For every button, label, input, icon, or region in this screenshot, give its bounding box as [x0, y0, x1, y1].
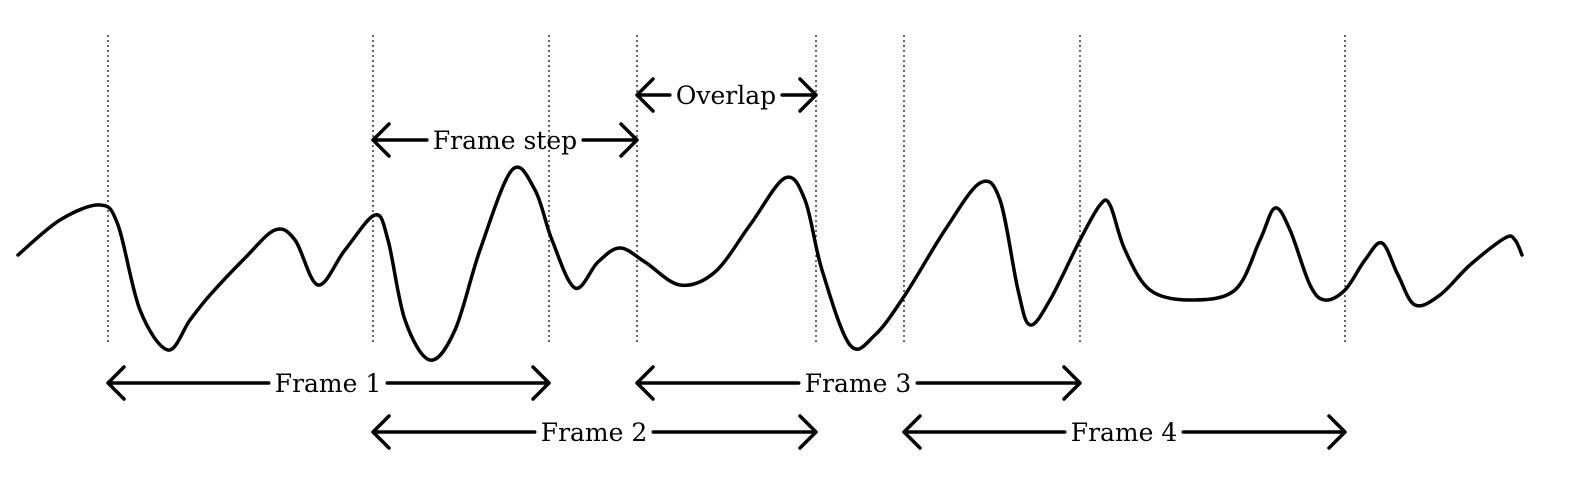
frame-boundaries — [107, 35, 1346, 345]
frame-3-arrow — [635, 365, 1082, 401]
frame-3-label: Frame 3 — [805, 369, 912, 398]
frame-3-arrow-line — [635, 365, 1082, 401]
frame-step-label: Frame step — [433, 126, 577, 155]
frame-1-arrow — [106, 365, 551, 401]
overlap-arrow-line — [635, 77, 818, 113]
frame-step-arrow — [371, 122, 639, 158]
frame-2-arrow-line — [371, 414, 818, 450]
labels: Overlap Frame step Frame 1 Frame 2 Frame… — [275, 81, 1178, 447]
frame-2-label: Frame 2 — [541, 418, 648, 447]
frame-step-arrow-line — [371, 122, 639, 158]
frame-4-arrow-line — [902, 414, 1347, 450]
overlap-arrow — [635, 77, 818, 113]
frame-4-label: Frame 4 — [1071, 418, 1178, 447]
frame-1-arrow-line — [106, 365, 551, 401]
signal-waveform — [16, 165, 1524, 362]
frame-2-arrow — [371, 414, 818, 450]
overlap-label: Overlap — [676, 81, 776, 110]
arrows — [106, 77, 1347, 450]
frame-1-label: Frame 1 — [275, 369, 382, 398]
frame-4-arrow — [902, 414, 1347, 450]
